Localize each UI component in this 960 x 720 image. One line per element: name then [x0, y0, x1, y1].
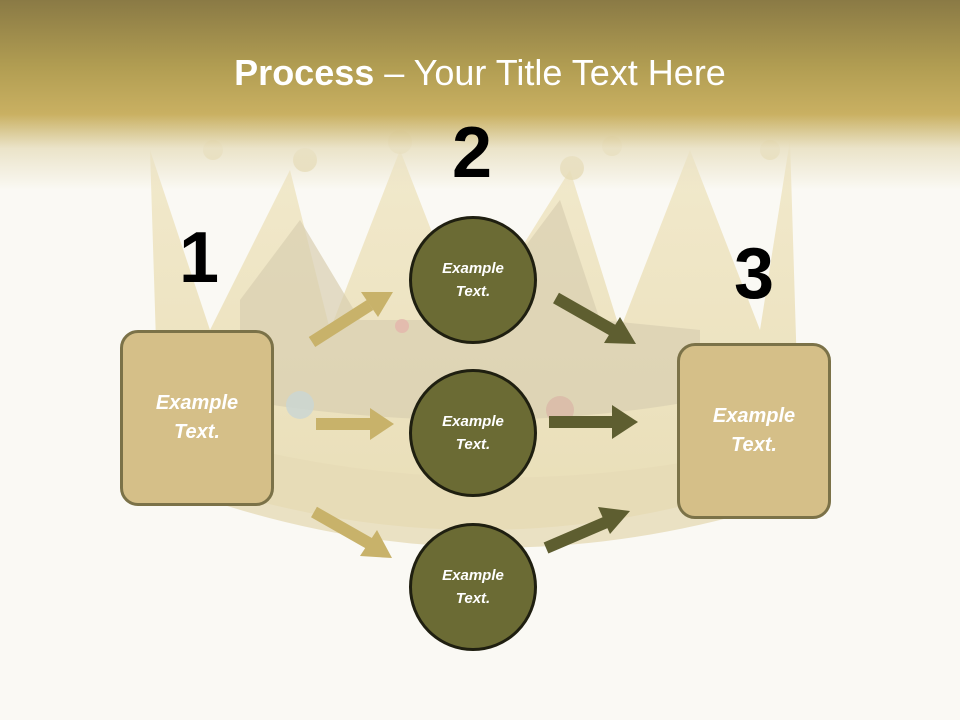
circle-bottom: Example Text.: [409, 523, 537, 651]
arrow-from-middle-circle: [549, 405, 638, 439]
circle-middle-text: Example Text.: [442, 413, 504, 453]
circle-middle: Example Text.: [409, 369, 537, 497]
step-number-1: 1: [178, 218, 220, 298]
step-number-2: 2: [451, 113, 493, 193]
arrow-to-bottom-circle: [311, 506, 392, 558]
circle-top: Example Text.: [409, 216, 537, 344]
circle-bottom-text: Example Text.: [442, 567, 504, 607]
right-box-text: Example Text.: [712, 405, 796, 456]
arrow-to-top-circle: [308, 292, 393, 348]
header-band: [0, 0, 960, 190]
circle-top-text: Example Text.: [442, 260, 504, 300]
right-box: Example Text.: [677, 343, 831, 519]
slide-title: Process – Your Title Text Here: [0, 52, 960, 94]
left-box-text: Example Text.: [155, 392, 239, 443]
title-rest: – Your Title Text Here: [374, 52, 726, 93]
title-bold: Process: [234, 52, 375, 93]
arrow-from-top-circle: [553, 292, 636, 344]
left-box: Example Text.: [120, 330, 274, 506]
step-number-3: 3: [733, 234, 775, 314]
arrow-to-middle-circle: [316, 408, 394, 440]
arrow-from-bottom-circle: [543, 507, 630, 554]
